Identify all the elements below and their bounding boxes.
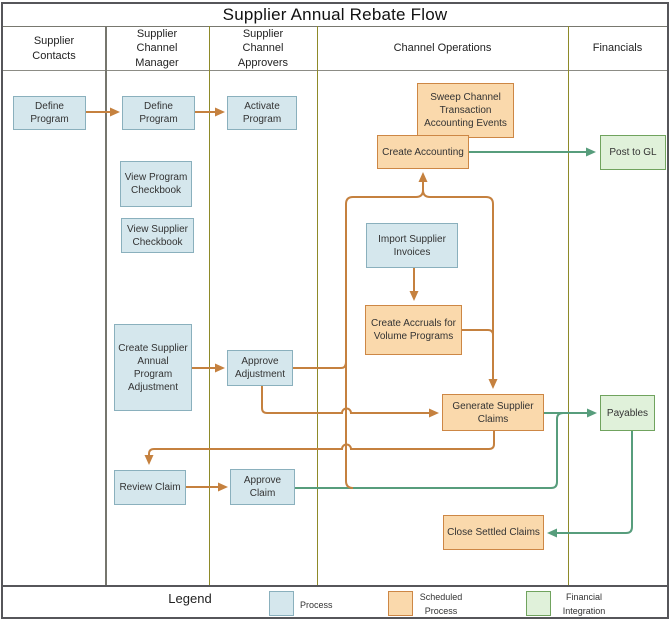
node-activate-program: Activate Program xyxy=(227,96,297,130)
node-approve-adjustment: Approve Adjustment xyxy=(227,350,293,386)
lane-header-supplier-channel-manager: Supplier Channel Manager xyxy=(105,27,209,70)
lane-header-channel-operations: Channel Operations xyxy=(317,27,568,70)
legend-integration-label: Financial Integration xyxy=(562,592,606,616)
edge-create-accruals-to-rail xyxy=(462,329,494,336)
lane-divider-1 xyxy=(105,26,107,585)
diagram-title: Supplier Annual Rebate Flow xyxy=(222,5,448,24)
node-payables: Payables xyxy=(600,395,655,431)
node-create-accruals-for-volume-programs: Create Accruals for Volume Programs xyxy=(365,305,462,355)
lane-divider-3 xyxy=(316,26,318,585)
legend-integration-chip xyxy=(526,591,551,616)
edge-left-merge-rail xyxy=(345,189,424,489)
lane-label: Supplier Channel Approvers xyxy=(237,28,289,69)
node-view-program-checkbook: View Program Checkbook xyxy=(120,161,192,207)
node-define-program-manager: Define Program xyxy=(122,96,195,130)
title-divider-line xyxy=(3,26,667,27)
lane-label: Financials xyxy=(592,42,643,55)
legend-band xyxy=(3,585,667,617)
node-post-to-gl: Post to GL xyxy=(600,135,666,170)
lane-header-supplier-contacts: Supplier Contacts xyxy=(3,27,105,70)
node-close-settled-claims: Close Settled Claims xyxy=(443,515,544,550)
legend-title: Legend xyxy=(168,591,212,606)
lane-label: Channel Operations xyxy=(393,42,492,55)
edge-approve-claim-to-payables-merge xyxy=(295,412,564,489)
node-create-supplier-annual-program-adjustment: Create Supplier Annual Program Adjustmen… xyxy=(114,324,192,411)
edge-payables-to-close-settled-claims xyxy=(547,431,633,538)
lane-label: Supplier Channel Manager xyxy=(135,28,179,69)
lane-label: Supplier Contacts xyxy=(32,35,76,62)
legend-scheduled-chip xyxy=(388,591,413,616)
legend-process-chip xyxy=(269,591,294,616)
legend-scheduled-label: Scheduled Process xyxy=(419,592,463,616)
header-divider-line xyxy=(3,70,667,71)
node-approve-claim: Approve Claim xyxy=(230,469,295,505)
lane-divider-2 xyxy=(208,26,210,585)
edge-right-rail-to-generate-claims xyxy=(422,189,498,389)
node-generate-supplier-claims: Generate Supplier Claims xyxy=(442,394,544,431)
legend-process-label: Process xyxy=(300,600,333,610)
edge-generate-claims-to-review-claim xyxy=(144,431,495,465)
lane-header-supplier-channel-approvers: Supplier Channel Approvers xyxy=(209,27,317,70)
node-sweep-channel-transaction-accounting-events: Sweep Channel Transaction Accounting Eve… xyxy=(417,83,514,138)
node-define-program-contacts: Define Program xyxy=(13,96,86,130)
node-import-supplier-invoices: Import Supplier Invoices xyxy=(366,223,458,268)
edge-approve-adjustment-to-rail xyxy=(293,361,347,369)
node-create-accounting: Create Accounting xyxy=(377,135,469,169)
edge-approve-adjustment-to-generate-claims xyxy=(261,386,439,418)
node-review-claim: Review Claim xyxy=(114,470,186,505)
diagram-title-band: Supplier Annual Rebate Flow xyxy=(3,4,667,26)
lane-divider-4 xyxy=(567,26,569,585)
lane-header-financials: Financials xyxy=(568,27,667,70)
node-view-supplier-checkbook: View Supplier Checkbook xyxy=(121,218,194,253)
